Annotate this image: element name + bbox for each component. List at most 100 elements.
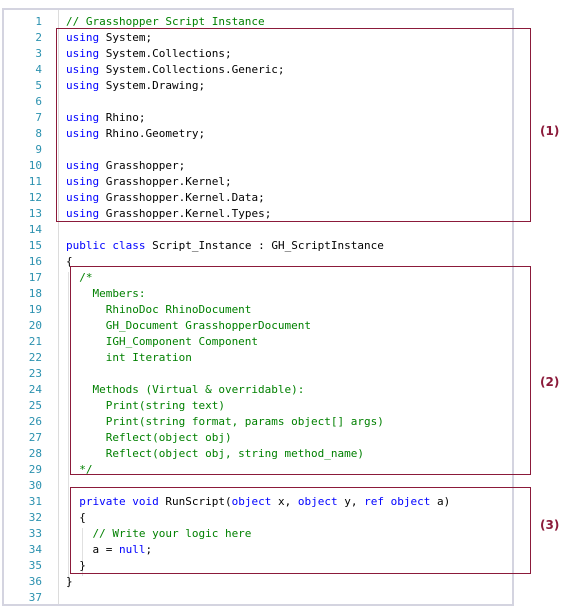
line-number: 4 [35,63,42,76]
code-line[interactable]: 34 a = null; [4,542,512,558]
line-code: using Grasshopper; [66,158,185,174]
keyword-token: class [112,239,146,252]
line-number: 22 [28,351,42,364]
code-line[interactable]: 21 IGH_Component Component [4,334,512,350]
text-token: a) [430,495,451,508]
code-line[interactable]: 35 } [4,558,512,574]
text-token: System.Collections.Generic; [99,63,285,76]
line-code: Reflect(object obj) [66,430,232,446]
code-line[interactable]: 33 // Write your logic here [4,526,512,542]
code-line[interactable]: 20 GH_Document GrasshopperDocument [4,318,512,334]
comment-token: IGH_Component Component [66,335,259,348]
code-line[interactable]: 24 Methods (Virtual & overridable): [4,382,512,398]
code-line[interactable]: 17 /* [4,270,512,286]
code-line[interactable]: 30 [4,478,512,494]
code-line[interactable]: 37 [4,590,512,606]
comment-token: Print(string text) [66,399,225,412]
text-token: x, [271,495,298,508]
code-line[interactable]: 6 [4,94,512,110]
text-token: Rhino; [99,111,146,124]
line-code: Methods (Virtual & overridable): [66,382,304,398]
comment-token: Reflect(object obj) [66,431,232,444]
code-line[interactable]: 23 [4,366,512,382]
code-line[interactable]: 9 [4,142,512,158]
keyword-token: using [66,175,100,188]
code-line[interactable]: 1// Grasshopper Script Instance [4,14,512,30]
line-code: using System.Drawing; [66,78,205,94]
keyword-token: private [79,495,126,508]
comment-token: GH_Document GrasshopperDocument [66,319,312,332]
line-number: 19 [28,303,42,316]
line-number: 7 [35,111,42,124]
line-code: { [66,510,86,526]
keyword-token: object [297,495,338,508]
text-token: System.Collections; [99,47,232,60]
line-number: 26 [28,415,42,428]
annotation-label-2: (2) [540,375,560,389]
keyword-token: object [390,495,431,508]
text-token: Grasshopper; [99,159,186,172]
text-token: Rhino.Geometry; [99,127,206,140]
keyword-token: using [66,191,100,204]
text-token: } [66,575,73,588]
line-number-gutter [4,10,58,604]
comment-token: RhinoDoc RhinoDocument [66,303,252,316]
line-number: 15 [28,239,42,252]
code-line[interactable]: 27 Reflect(object obj) [4,430,512,446]
line-number: 14 [28,223,42,236]
text-token: RunScript( [158,495,232,508]
code-line[interactable]: 18 Members: [4,286,512,302]
gutter-separator [58,10,59,604]
code-line[interactable]: 25 Print(string text) [4,398,512,414]
keyword-token: public [66,239,106,252]
line-number: 23 [28,367,42,380]
text-token: { [66,255,73,268]
comment-token: Print(string format, params object[] arg… [66,415,384,428]
text-token: y, [337,495,365,508]
line-number: 24 [28,383,42,396]
line-code: } [66,558,86,574]
keyword-token: using [66,47,100,60]
line-number: 3 [35,47,42,60]
line-number: 36 [28,575,42,588]
line-code: using System; [66,30,152,46]
keyword-token: using [66,79,100,92]
code-line[interactable]: 19 RhinoDoc RhinoDocument [4,302,512,318]
text-token: System.Drawing; [99,79,206,92]
code-line[interactable]: 31 private void RunScript(object x, obje… [4,494,512,510]
keyword-token: using [66,159,100,172]
annotation-label-1: (1) [540,124,560,138]
code-line[interactable]: 29 */ [4,462,512,478]
line-number: 20 [28,319,42,332]
line-number: 28 [28,447,42,460]
annotation-box-1 [56,28,531,222]
line-code: using Grasshopper.Kernel.Types; [66,206,271,222]
code-line[interactable]: 26 Print(string format, params object[] … [4,414,512,430]
code-line[interactable]: 14 [4,222,512,238]
line-number: 17 [28,271,42,284]
code-line[interactable]: 22 int Iteration [4,350,512,366]
text-token: Grasshopper.Kernel.Data; [99,191,265,204]
code-line[interactable]: 3 using System.Collections; [4,46,512,62]
code-line[interactable]: 32 { [4,510,512,526]
code-line[interactable]: 36} [4,574,512,590]
annotation-label-3: (3) [540,518,560,532]
text-token: { [66,511,86,524]
code-line[interactable]: 16{ [4,254,512,270]
code-line[interactable]: 28 Reflect(object obj, string method_nam… [4,446,512,462]
line-number: 37 [28,591,42,604]
line-code: a = null; [66,542,152,558]
line-number: 21 [28,335,42,348]
line-code: using System.Collections; [66,46,232,62]
